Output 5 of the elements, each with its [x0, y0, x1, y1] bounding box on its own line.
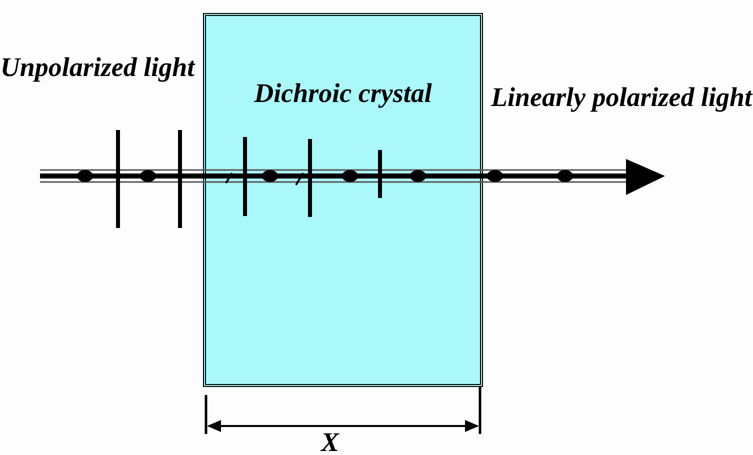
incident-light-label: Unpolarized light	[0, 52, 195, 82]
output-light-label: Linearly polarized light	[490, 82, 753, 112]
dimension-label: X	[319, 427, 340, 455]
crystal-box	[203, 13, 483, 387]
crystal-label: Dichroic crystal	[253, 78, 433, 109]
